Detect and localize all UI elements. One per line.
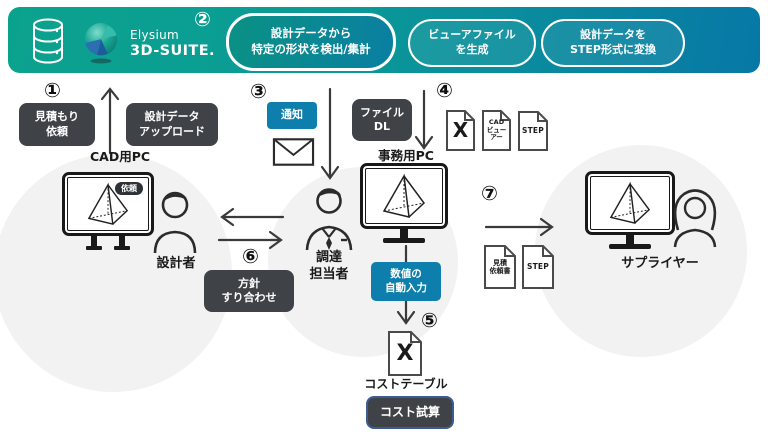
arrow-upload-up — [100, 87, 120, 155]
step-7-number: ⑦ — [481, 181, 498, 205]
pill-generate-viewer: ビューアファイル を生成 — [408, 19, 536, 67]
auto-input-line2: 自動入力 — [385, 281, 427, 294]
quote-request-file-label: 見積 依頼書 — [490, 259, 511, 275]
office-monitor — [360, 163, 448, 243]
step-4-number: ④ — [436, 78, 453, 102]
quote-request-line1: 見積もり — [35, 110, 79, 124]
supplier-step-file-icon: STEP — [521, 244, 555, 290]
pill-detect-line2: 特定の形状を検出/集計 — [251, 42, 371, 56]
mail-envelope-icon — [272, 138, 315, 166]
upload-design-box: 設計データ アップロード — [126, 103, 218, 146]
step-file-icon: STEP — [517, 110, 549, 152]
step-1-number: ① — [44, 78, 61, 102]
excel-file-label: X — [452, 118, 469, 142]
cad-viewer-line1: CAD — [488, 118, 505, 127]
cad-viewer-file-icon: CAD ビュー アー — [481, 109, 512, 152]
quote-request-box: 見積もり 依頼 — [19, 103, 95, 146]
upload-line1: 設計データ — [144, 110, 200, 124]
cost-estimate-box: コスト試算 — [366, 396, 454, 429]
cad-pc-label: CAD用PC — [89, 149, 151, 164]
procurement-line1: 調達 — [315, 250, 342, 265]
arrow-notify-down — [320, 87, 340, 180]
notify-box: 通知 — [267, 102, 317, 129]
pill-detect-line1: 設計データから — [270, 26, 352, 41]
file-download-box: ファイル DL — [352, 99, 412, 141]
quote-file-line1: 見積 — [493, 258, 507, 267]
supplier-label: サプライヤー — [621, 256, 699, 271]
policy-line2: すり合わせ — [221, 291, 277, 304]
arrow-filedl-down — [414, 89, 434, 150]
brand-line2: 3D-SUITE. — [130, 42, 215, 59]
supplier-person-icon — [673, 189, 717, 248]
designer-label: 設計者 — [156, 256, 196, 271]
brand-name: Elysium 3D-SUITE. — [130, 28, 215, 59]
supplier-monitor — [585, 171, 675, 249]
step-3-number: ③ — [250, 79, 267, 103]
pill-step-line1: 設計データを — [580, 28, 646, 42]
cad-viewer-line3: アー — [490, 133, 503, 142]
pill-viewer-line1: ビューアファイル — [428, 28, 516, 42]
procurement-line2: 担当者 — [309, 266, 349, 282]
cost-table-file-label: X — [396, 340, 414, 366]
file-dl-line1: ファイル — [360, 105, 404, 119]
policy-alignment-box: 方針 すり合わせ — [204, 270, 294, 312]
quote-request-file-icon: 見積 依頼書 — [483, 244, 517, 290]
elysium-sphere-logo — [84, 23, 118, 64]
upload-line2: アップロード — [139, 124, 205, 138]
pill-convert-step: 設計データを STEP形式に変換 — [541, 19, 685, 67]
3d-pyramid-model — [87, 182, 129, 226]
step-5-number: ⑤ — [421, 308, 438, 332]
step-file-label: STEP — [522, 125, 544, 135]
policy-line1: 方針 — [238, 276, 260, 290]
auto-input-box: 数値の 自動入力 — [371, 262, 441, 301]
designer-person-icon — [153, 191, 197, 254]
procurement-person-icon — [305, 188, 353, 251]
quote-request-line2: 依頼 — [46, 124, 68, 138]
cad-viewer-line2: ビュー — [486, 125, 507, 134]
supplier-step-file-label: STEP — [527, 261, 549, 271]
cost-table-label: コストテーブル — [364, 377, 448, 391]
pill-detect-shapes: 設計データから 特定の形状を検出/集計 — [226, 13, 396, 71]
brand-line1: Elysium — [130, 28, 179, 42]
pill-viewer-line2: を生成 — [455, 43, 489, 56]
excel-file-icon: X — [445, 109, 476, 152]
pill-step-line2: STEP形式に変換 — [569, 43, 656, 56]
cad-viewer-file-label: CAD ビュー アー — [486, 118, 507, 142]
step-6-number: ⑥ — [242, 244, 259, 268]
3d-pyramid-model — [609, 181, 651, 225]
procurement-label: 調達 担当者 — [297, 250, 361, 284]
3d-pyramid-model — [382, 173, 426, 218]
file-dl-line2: DL — [373, 120, 391, 133]
screen-request-badge: 依頼 — [115, 182, 143, 195]
arrow-exchange-left — [220, 207, 285, 227]
cad-monitor: 依頼 — [62, 172, 154, 250]
office-pc-label: 事務用PC — [378, 148, 434, 163]
auto-input-line1: 数値の — [390, 267, 422, 280]
cost-table-file-icon: X — [387, 330, 423, 377]
step-2-number: ② — [194, 7, 211, 31]
quote-file-line2: 依頼書 — [489, 267, 511, 275]
database-icon — [33, 18, 63, 64]
